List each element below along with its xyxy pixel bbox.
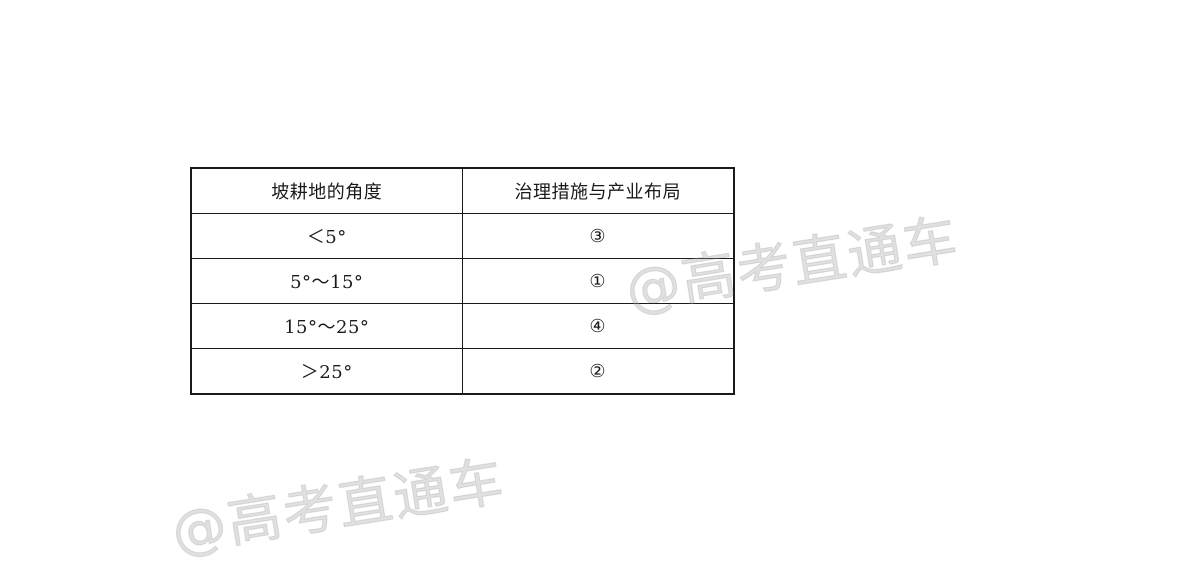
slope-angle-cell: ＜5° xyxy=(190,213,463,259)
measure-cell: ④ xyxy=(461,303,735,349)
table-row: 5°～15° ① xyxy=(190,258,735,304)
table-row: 15°～25° ④ xyxy=(190,303,735,349)
table-row: ＞25° ② xyxy=(190,348,735,395)
header-measures: 治理措施与产业布局 xyxy=(461,167,735,214)
watermark-text: @高考直通车 xyxy=(167,449,510,565)
slope-angle-cell: ＞25° xyxy=(190,348,463,395)
measure-cell: ① xyxy=(461,258,735,304)
table-row: ＜5° ③ xyxy=(190,213,735,259)
header-slope-angle: 坡耕地的角度 xyxy=(190,167,463,214)
slope-angle-cell: 5°～15° xyxy=(190,258,463,304)
measure-cell: ② xyxy=(461,348,735,395)
slope-angle-cell: 15°～25° xyxy=(190,303,463,349)
measure-cell: ③ xyxy=(461,213,735,259)
slope-measures-table: 坡耕地的角度 治理措施与产业布局 ＜5° ③ 5°～15° ① 15°～25° … xyxy=(190,167,735,395)
table-header-row: 坡耕地的角度 治理措施与产业布局 xyxy=(190,167,735,214)
